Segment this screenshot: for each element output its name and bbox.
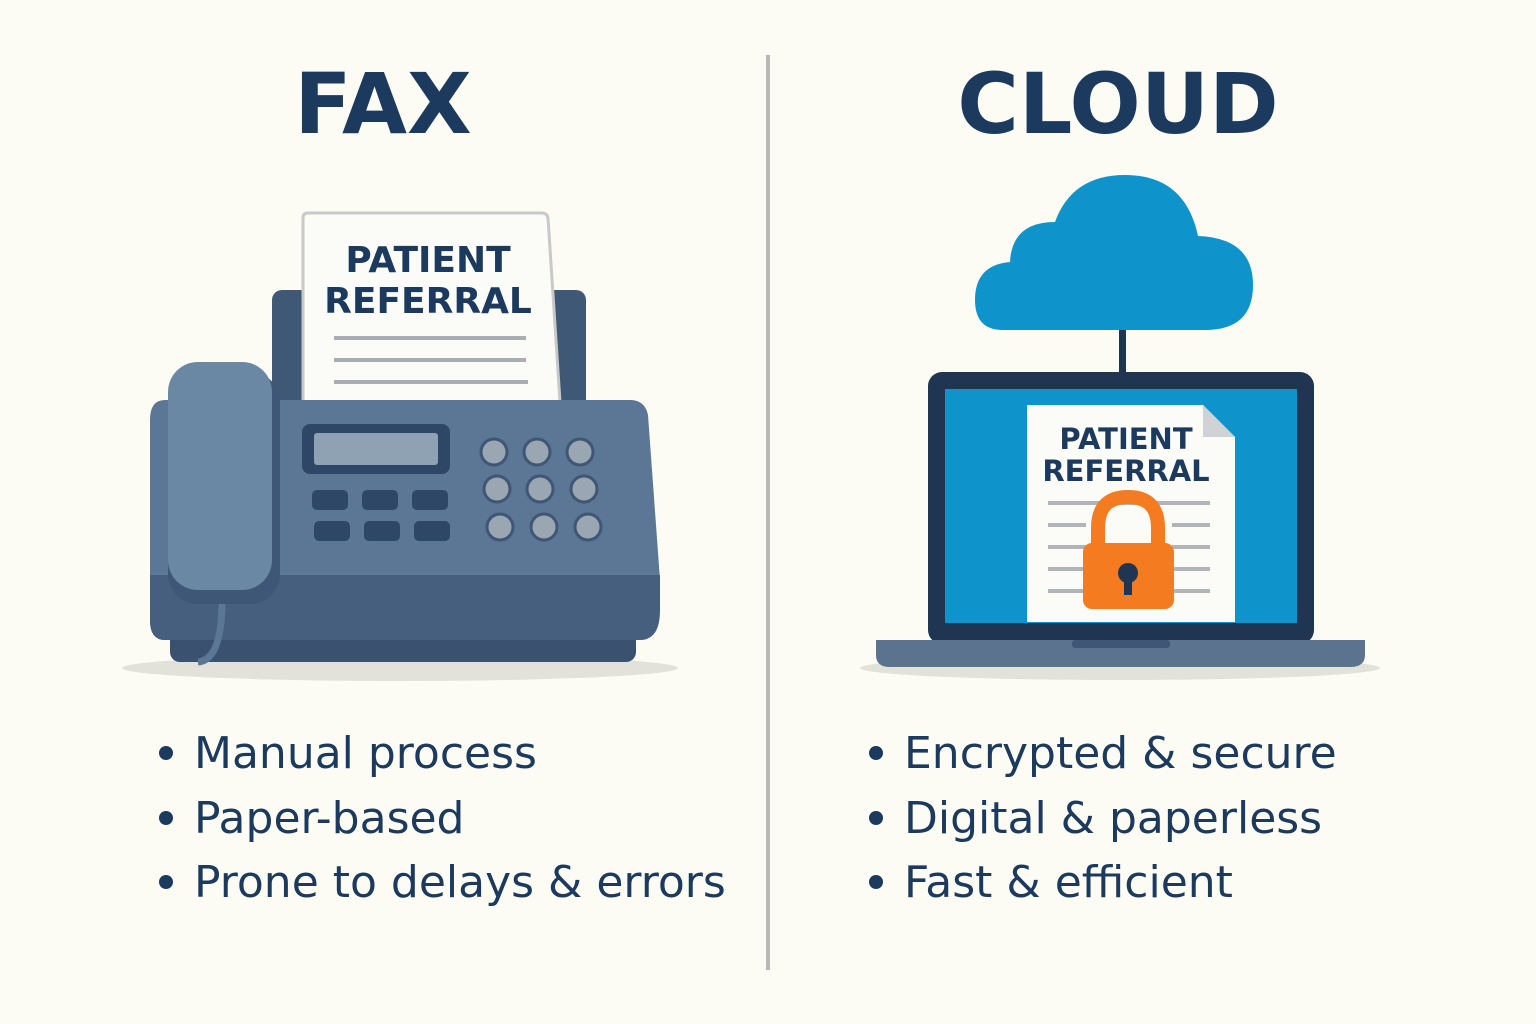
fax-bullet: Paper-based bbox=[194, 793, 465, 844]
cloud-bullet: Fast & efficient bbox=[904, 857, 1233, 908]
padlock-icon bbox=[1083, 489, 1174, 609]
laptop-icon: PATIENT REFERRAL bbox=[860, 328, 1380, 680]
cloud-bullet: Digital & paperless bbox=[904, 793, 1322, 844]
cloud-title: CLOUD bbox=[957, 55, 1279, 153]
document-icon: PATIENT REFERRAL bbox=[1027, 405, 1235, 622]
paper-sheet: PATIENT REFERRAL bbox=[301, 211, 562, 404]
paper-text-line2: REFERRAL bbox=[324, 281, 532, 322]
fax-bullet: Manual process bbox=[194, 728, 537, 779]
fax-bullet-list: Manual process Paper-based Prone to dela… bbox=[159, 728, 726, 908]
paper-text-line1: PATIENT bbox=[345, 240, 511, 281]
cloud-icon bbox=[975, 175, 1253, 330]
doc-text-line2: REFERRAL bbox=[1042, 454, 1209, 488]
fax-bullet: Prone to delays & errors bbox=[194, 857, 726, 908]
cloud-bullet: Encrypted & secure bbox=[904, 728, 1337, 779]
doc-text-line1: PATIENT bbox=[1059, 422, 1192, 456]
fax-machine-icon: PATIENT REFERRAL bbox=[122, 211, 678, 681]
fax-title: FAX bbox=[294, 55, 472, 153]
cloud-bullet-list: Encrypted & secure Digital & paperless F… bbox=[869, 728, 1337, 908]
